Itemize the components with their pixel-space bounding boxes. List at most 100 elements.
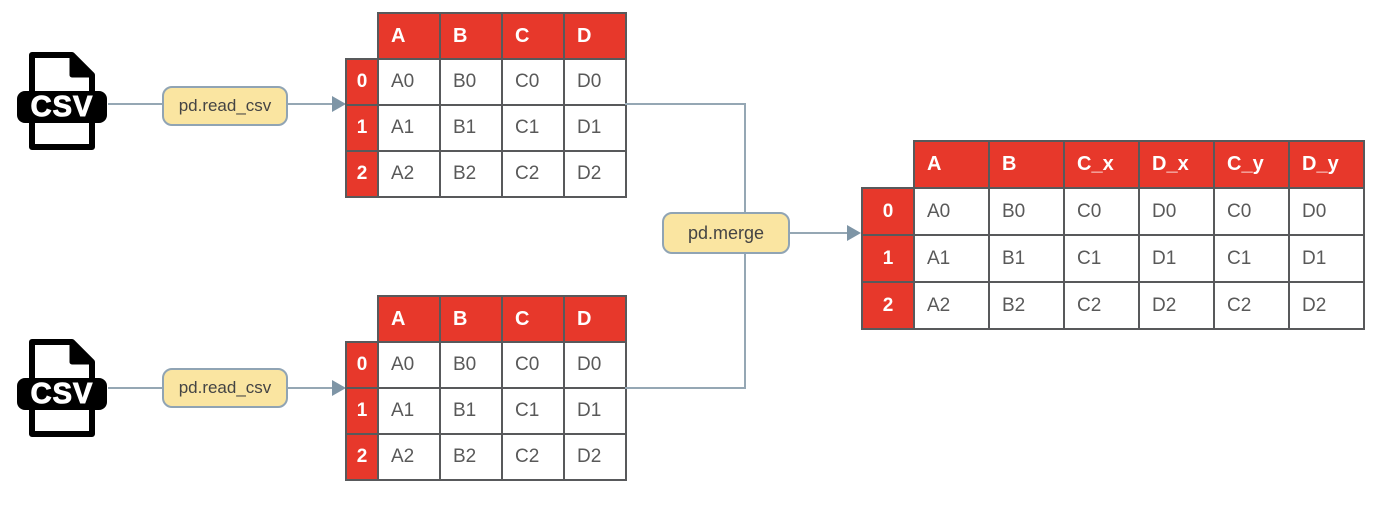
arrowhead-icon-result — [847, 225, 861, 241]
data-cell: D0 — [1288, 187, 1365, 236]
data-cell: A2 — [377, 433, 441, 481]
operation-text: pd.read_csv — [178, 378, 272, 397]
data-cell: B0 — [988, 187, 1065, 236]
data-cell: C2 — [501, 150, 565, 198]
flow-line-df1-to-junction — [625, 103, 746, 105]
data-cell: A0 — [377, 58, 441, 106]
column-header: A — [913, 140, 990, 189]
data-cell: D2 — [563, 433, 627, 481]
flow-line-readcsv-to-df2 — [288, 387, 334, 389]
data-cell: C1 — [1213, 234, 1290, 283]
data-cell: D1 — [1138, 234, 1215, 283]
data-cell: B2 — [439, 150, 503, 198]
data-cell: C1 — [501, 387, 565, 435]
read-csv-label-top: pd.read_csv — [162, 86, 288, 126]
column-header: B — [439, 295, 503, 343]
data-cell: C1 — [501, 104, 565, 152]
data-cell: C0 — [501, 58, 565, 106]
csv-file-icon-top: CSV — [17, 52, 107, 150]
column-header: C — [501, 12, 565, 60]
data-cell: A2 — [913, 281, 990, 330]
data-cell: D0 — [1138, 187, 1215, 236]
data-cell: B0 — [439, 58, 503, 106]
index-cell: 0 — [345, 58, 379, 106]
data-cell: C0 — [1063, 187, 1140, 236]
column-header: B — [988, 140, 1065, 189]
data-cell: A0 — [377, 341, 441, 389]
flow-line-readcsv-to-df1 — [288, 103, 334, 105]
data-cell: C2 — [1213, 281, 1290, 330]
data-cell: A1 — [377, 104, 441, 152]
csv-icon-label: CSV — [31, 378, 94, 410]
column-header: D_y — [1288, 140, 1365, 189]
data-cell: B0 — [439, 341, 503, 389]
data-cell: B1 — [988, 234, 1065, 283]
column-header: A — [377, 295, 441, 343]
data-cell: C0 — [501, 341, 565, 389]
data-cell: A1 — [913, 234, 990, 283]
label-band — [17, 91, 107, 123]
data-cell: A1 — [377, 387, 441, 435]
data-cell: C2 — [501, 433, 565, 481]
index-cell: 1 — [861, 234, 915, 283]
csv-icon-label: CSV — [31, 91, 94, 123]
label-band — [17, 378, 107, 410]
column-header: D — [563, 12, 627, 60]
data-cell: D2 — [1288, 281, 1365, 330]
index-cell: 2 — [345, 433, 379, 481]
flow-line-merge-to-result — [790, 232, 849, 234]
data-cell: C1 — [1063, 234, 1140, 283]
data-cell: B2 — [439, 433, 503, 481]
index-cell: 2 — [345, 150, 379, 198]
data-cell: D0 — [563, 58, 627, 106]
index-cell: 0 — [861, 187, 915, 236]
arrowhead-icon-df1 — [332, 96, 346, 112]
folded-corner — [69, 54, 93, 78]
operation-text: pd.merge — [687, 222, 765, 243]
index-cell: 2 — [861, 281, 915, 330]
data-cell: C0 — [1213, 187, 1290, 236]
data-cell: D1 — [563, 104, 627, 152]
folded-corner — [69, 341, 93, 365]
column-header: C_x — [1063, 140, 1140, 189]
data-cell: D2 — [1138, 281, 1215, 330]
flow-line-icon-to-readcsv-bottom — [108, 387, 162, 389]
flow-line-df2-to-junction — [625, 387, 746, 389]
merge-label: pd.merge — [662, 212, 790, 254]
corner-cell — [346, 296, 378, 342]
column-header: A — [377, 12, 441, 60]
read-csv-label-bottom: pd.read_csv — [162, 368, 288, 408]
data-cell: B2 — [988, 281, 1065, 330]
data-cell: A2 — [377, 150, 441, 198]
column-header: D_x — [1138, 140, 1215, 189]
corner-cell — [862, 141, 914, 188]
corner-cell — [346, 13, 378, 59]
data-cell: D2 — [563, 150, 627, 198]
data-cell: B1 — [439, 104, 503, 152]
data-cell: D0 — [563, 341, 627, 389]
arrowhead-icon-df2 — [332, 380, 346, 396]
index-cell: 1 — [345, 104, 379, 152]
csv-file-icon-bottom: CSV — [17, 339, 107, 437]
column-header: C — [501, 295, 565, 343]
column-header: B — [439, 12, 503, 60]
column-header: C_y — [1213, 140, 1290, 189]
column-header: D — [563, 295, 627, 343]
data-cell: B1 — [439, 387, 503, 435]
flow-line-icon-to-readcsv-top — [108, 103, 162, 105]
